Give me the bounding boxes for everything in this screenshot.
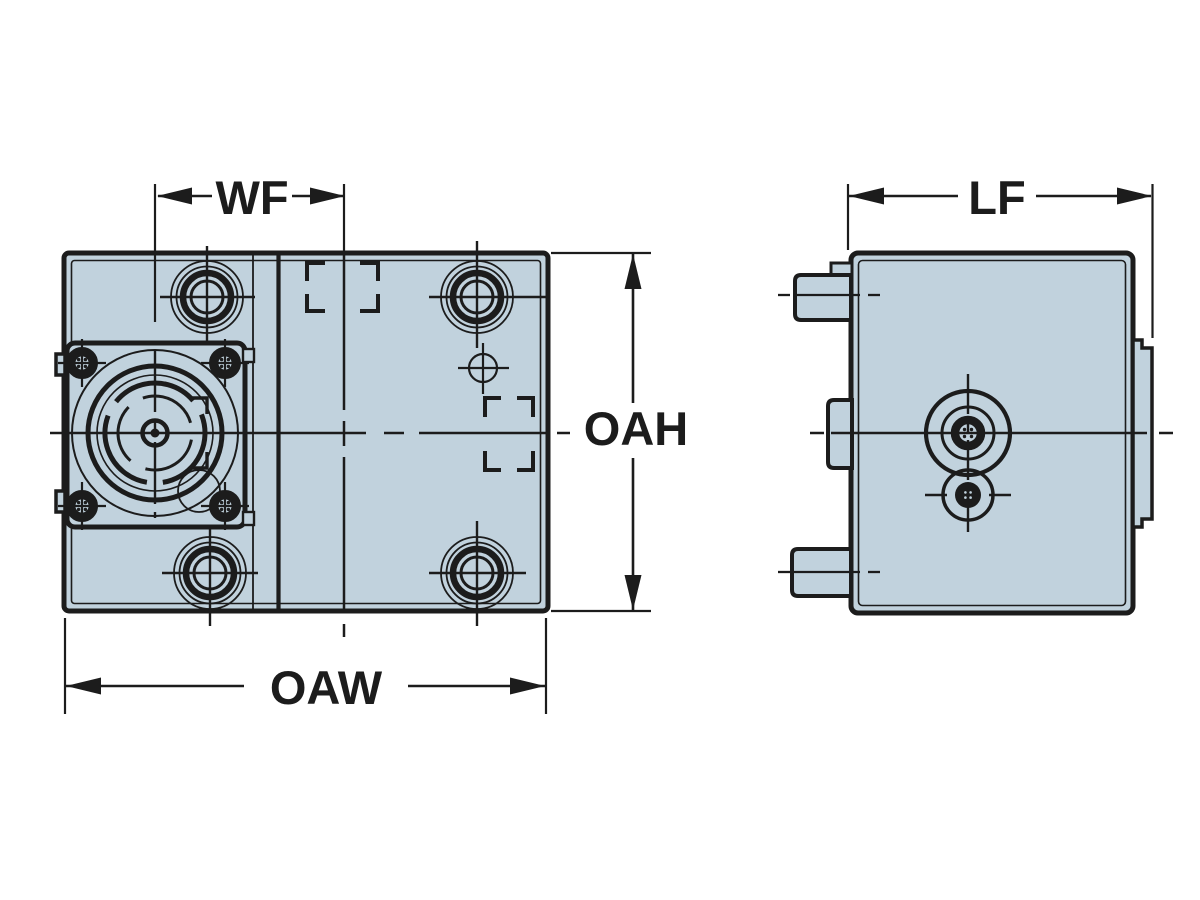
oah-arrow-bottom (624, 575, 642, 610)
dimension-label-oah: OAH (584, 402, 688, 455)
flange-plate-ear-bottom (241, 510, 256, 527)
dimension-wf: WF (153, 171, 346, 322)
dimension-label-wf: WF (215, 171, 288, 224)
dimension-oah: OAH (551, 251, 688, 613)
cap-screw-top-right (201, 339, 249, 387)
cap-screw-bottom-right (201, 482, 249, 530)
side-view (778, 250, 1173, 616)
stud-centerlines (778, 293, 880, 574)
mounting-hole-bottom-left (162, 521, 258, 626)
cap-screw-top-left (58, 339, 106, 387)
spot-hole (458, 343, 509, 394)
dimension-lf: LF (846, 171, 1154, 338)
mounting-hole-top-right (429, 241, 546, 348)
clamp-tab-lower (54, 489, 67, 514)
wf-arrow-left (157, 187, 192, 205)
oah-arrow-top (624, 254, 642, 289)
flange-plate-ear-top (241, 347, 256, 364)
oaw-arrow-left (66, 677, 101, 695)
lf-arrow-right (1117, 187, 1152, 205)
pocket-square-right (483, 396, 535, 472)
pocket-square-top (305, 261, 380, 313)
cap-screw-bottom-left (58, 482, 106, 530)
lf-arrow-left (849, 187, 884, 205)
dimension-oaw: OAW (63, 618, 548, 714)
oaw-arrow-right (510, 677, 545, 695)
front-view (50, 241, 570, 637)
lower-screw-circle (925, 468, 1011, 522)
mounting-hole-bottom-right (429, 521, 526, 626)
dimension-label-oaw: OAW (270, 661, 383, 714)
dimension-label-lf: LF (968, 171, 1025, 224)
clamp-tab-upper (54, 352, 67, 377)
mounting-hole-top-left (160, 246, 255, 348)
front-view-centerlines (50, 253, 570, 637)
wf-arrow-right (310, 187, 345, 205)
side-stud-top (793, 273, 853, 322)
